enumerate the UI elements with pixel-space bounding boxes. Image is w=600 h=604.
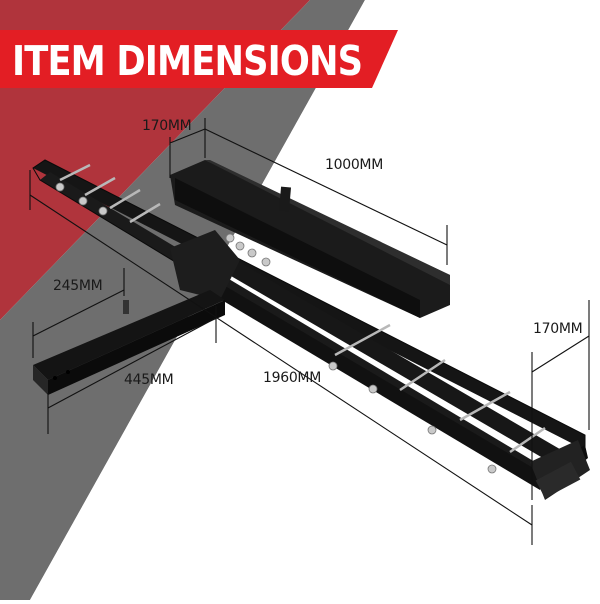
label-end-width: 170MM xyxy=(533,321,583,337)
title-banner-text: ITEM DIMENSIONS xyxy=(12,37,363,85)
label-total-length: 1960MM xyxy=(263,370,321,386)
label-platform-length: 1000MM xyxy=(325,157,383,173)
main-ramp xyxy=(32,159,590,500)
gray-diagonal-band xyxy=(0,0,365,600)
label-hitch-offset: 245MM xyxy=(53,278,103,294)
platform-tray xyxy=(170,160,450,318)
dimension-lines xyxy=(29,118,590,545)
label-platform-width: 170MM xyxy=(142,118,192,134)
label-hitch-bar-length: 445MM xyxy=(124,372,174,388)
hitch-bar xyxy=(33,290,225,395)
title-banner xyxy=(0,30,398,88)
